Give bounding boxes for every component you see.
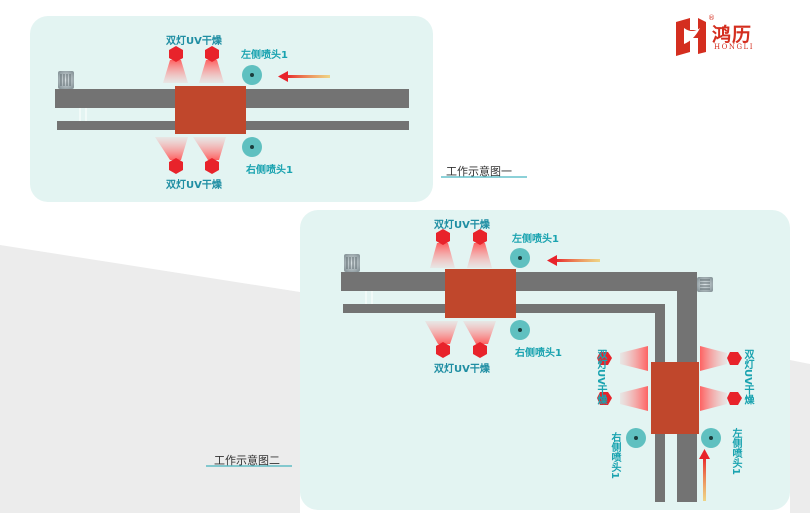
diagram1-uv-top-label: 双灯UV干燥	[166, 36, 222, 47]
diagram2-vertical-right-uv-lamps	[700, 346, 742, 411]
diagram1-bottom-uv-lamps	[155, 137, 226, 174]
diagram1-carriage	[175, 86, 246, 134]
diagram2-motor-left-icon	[344, 254, 360, 272]
diagram2-vertical-right-nozzle-label: 右侧喷头1	[609, 432, 620, 479]
diagram2-right-nozzle-icon	[510, 320, 530, 340]
diagram2-bottom-uv-lamps	[425, 321, 496, 358]
diagram2-vertical-direction-arrow	[699, 449, 710, 501]
diagram1-caption: 工作示意图一	[446, 165, 512, 178]
diagram2-right-nozzle-label: 右侧喷头1	[515, 348, 562, 359]
diagram2-caption: 工作示意图二	[214, 454, 280, 467]
diagram1-uv-bottom-label: 双灯UV干燥	[166, 180, 222, 191]
diagram2-vertical-left-nozzle-label: 左侧喷头1	[730, 428, 741, 475]
hongli-logo-icon	[676, 18, 706, 56]
diagram2-top-rail	[341, 272, 697, 291]
registered-mark: ®	[708, 14, 715, 22]
diagram1-right-nozzle-icon	[242, 137, 262, 157]
diagram2-vertical-carriage	[651, 362, 699, 434]
diagram2-vertical-left-nozzle-icon	[701, 428, 721, 448]
diagram2-top-uv-lamps	[430, 229, 492, 268]
diagram2-vertical-right-nozzle-icon	[626, 428, 646, 448]
brand-name-cn: 鸿历	[712, 24, 753, 46]
brand-name-en: HONGLI	[714, 43, 754, 51]
diagram2-left-nozzle-icon	[510, 248, 530, 268]
diagram2-vertical-uv-left-label: 双灯UV干燥	[595, 349, 606, 405]
diagram1-direction-arrow	[278, 71, 330, 82]
diagram2-horizontal-carriage	[445, 269, 516, 318]
diagram1-top-uv-lamps	[163, 46, 224, 83]
diagram2-motor-right-icon	[697, 277, 713, 292]
diagram2-uv-top-label: 双灯UV干燥	[434, 220, 490, 231]
diagram1-left-nozzle-label: 左侧喷头1	[241, 50, 288, 61]
diagram2-left-nozzle-label: 左侧喷头1	[512, 234, 559, 245]
diagram1-left-nozzle-icon	[242, 65, 262, 85]
diagram2-uv-bottom-label: 双灯UV干燥	[434, 364, 490, 375]
diagram2-vertical-uv-right-label: 双灯UV干燥	[742, 349, 753, 405]
diagram2-vertical-left-uv-lamps	[597, 346, 648, 411]
background-wedge	[0, 245, 300, 513]
diagram2-horizontal-direction-arrow	[547, 255, 600, 266]
diagram1-right-nozzle-label: 右侧喷头1	[246, 165, 293, 176]
diagram1-motor-icon	[58, 71, 74, 89]
